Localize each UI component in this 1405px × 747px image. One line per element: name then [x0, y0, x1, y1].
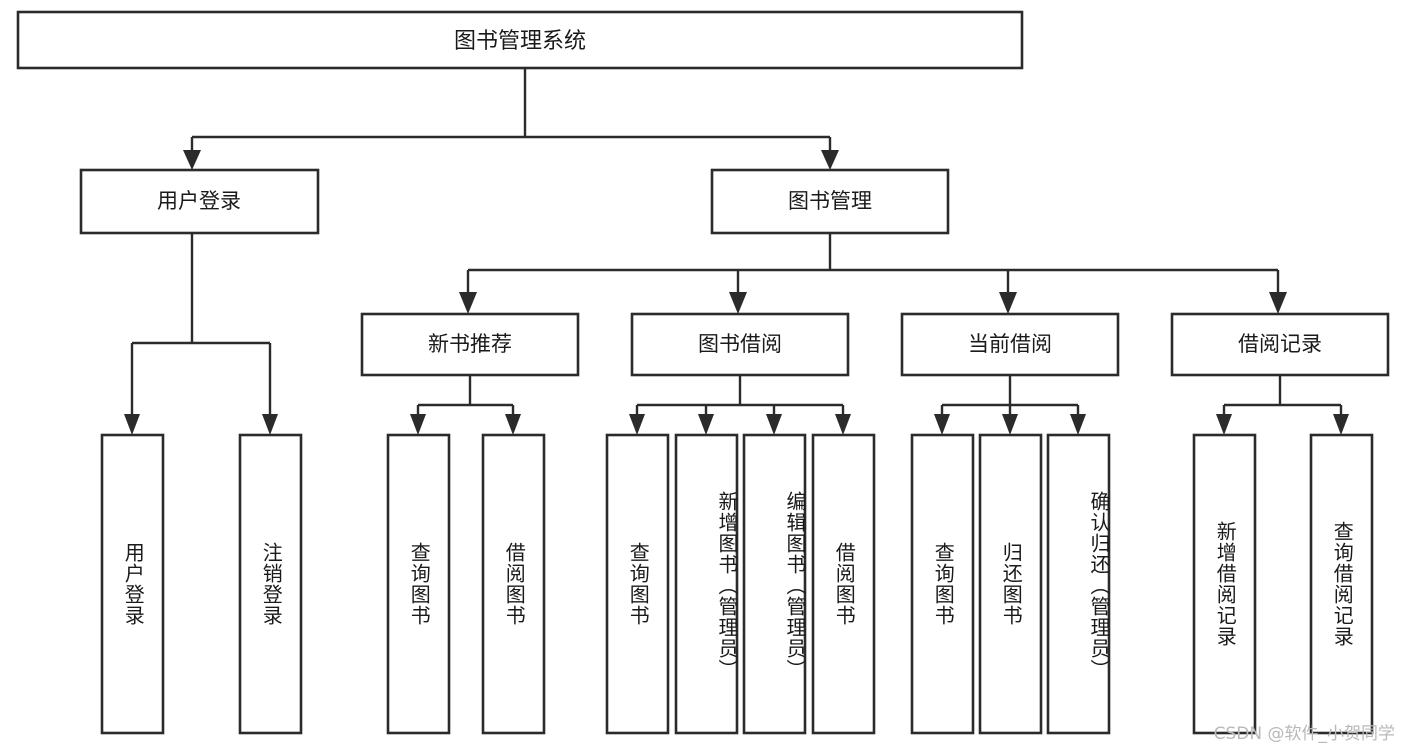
arrow-head-br-leaf-2: [1333, 414, 1349, 435]
leaf-box-add-borrow-record[interactable]: [1192, 433, 1257, 735]
connector-layer: [124, 68, 1349, 435]
arrow-head-user-login: [183, 150, 201, 170]
arrow-head-cb-leaf-3: [1070, 414, 1086, 435]
leaf-box-logout[interactable]: [238, 433, 303, 735]
arrow-head-bb-leaf-3: [766, 414, 782, 435]
arrow-head-new-book: [459, 292, 477, 314]
arrow-head-leaf-logout: [262, 414, 278, 435]
node-label: 用户登录: [157, 189, 241, 213]
node-box[interactable]: [79, 168, 320, 235]
arrow-head-book-borrow: [729, 292, 747, 314]
leaf-box-edit-book-admin[interactable]: [742, 433, 807, 735]
node-box[interactable]: [900, 312, 1120, 377]
arrow-head-cb-leaf-1: [934, 414, 950, 435]
arrow-head-cb-leaf-2: [1002, 414, 1018, 435]
node-box[interactable]: [360, 312, 580, 377]
node-root-book-management-system[interactable]: 图书管理系统: [16, 10, 1024, 70]
node-book-management[interactable]: 图书管理: [710, 168, 950, 235]
leaf-box-user-login[interactable]: [100, 433, 165, 735]
arrow-head-nb-leaf-1: [410, 414, 426, 435]
node-borrow-record[interactable]: 借阅记录: [1170, 312, 1390, 377]
node-box[interactable]: [16, 10, 1024, 70]
leaf-box-query-book-cb[interactable]: [910, 433, 975, 735]
node-user-login[interactable]: 用户登录: [79, 168, 320, 235]
arrow-head-leaf-user-login: [124, 414, 140, 435]
node-layer: 图书管理系统 用户登录 图书管理 新书推荐 图书借阅 当前: [16, 10, 1390, 735]
arrow-head-bb-leaf-1: [629, 414, 645, 435]
node-box[interactable]: [1170, 312, 1390, 377]
node-label: 图书管理系统: [454, 29, 586, 54]
watermark-text: CSDN @软件_小贺同学: [1213, 724, 1395, 744]
arrow-head-bb-leaf-2: [698, 414, 714, 435]
arrow-head-br-leaf-1: [1216, 414, 1232, 435]
leaf-box-query-book-nb[interactable]: [386, 433, 451, 735]
arrow-head-nb-leaf-2: [505, 414, 521, 435]
arrow-head-bb-leaf-4: [835, 414, 851, 435]
leaf-box-query-borrow-record[interactable]: [1309, 433, 1374, 735]
node-label: 图书借阅: [698, 332, 782, 356]
arrow-head-book-manage: [821, 150, 839, 170]
leaf-box-borrow-book-nb[interactable]: [481, 433, 546, 735]
node-label: 当前借阅: [968, 332, 1052, 356]
arrow-head-borrow-record: [1269, 292, 1287, 314]
node-current-borrow[interactable]: 当前借阅: [900, 312, 1120, 377]
node-book-borrow[interactable]: 图书借阅: [630, 312, 850, 377]
leaf-box-return-book[interactable]: [978, 433, 1043, 735]
leaf-box-add-book-admin[interactable]: [674, 433, 739, 735]
node-box[interactable]: [630, 312, 850, 377]
node-label: 借阅记录: [1238, 332, 1322, 356]
leaf-box-borrow-book-bb[interactable]: [811, 433, 876, 735]
leaf-box-confirm-return-admin[interactable]: [1046, 433, 1111, 735]
node-box[interactable]: [710, 168, 950, 235]
node-label: 图书管理: [788, 189, 872, 213]
node-new-book-recommend[interactable]: 新书推荐: [360, 312, 580, 377]
leaf-box-query-book-bb[interactable]: [605, 433, 670, 735]
node-label: 新书推荐: [428, 332, 512, 356]
arrow-head-current-borrow: [999, 292, 1017, 314]
